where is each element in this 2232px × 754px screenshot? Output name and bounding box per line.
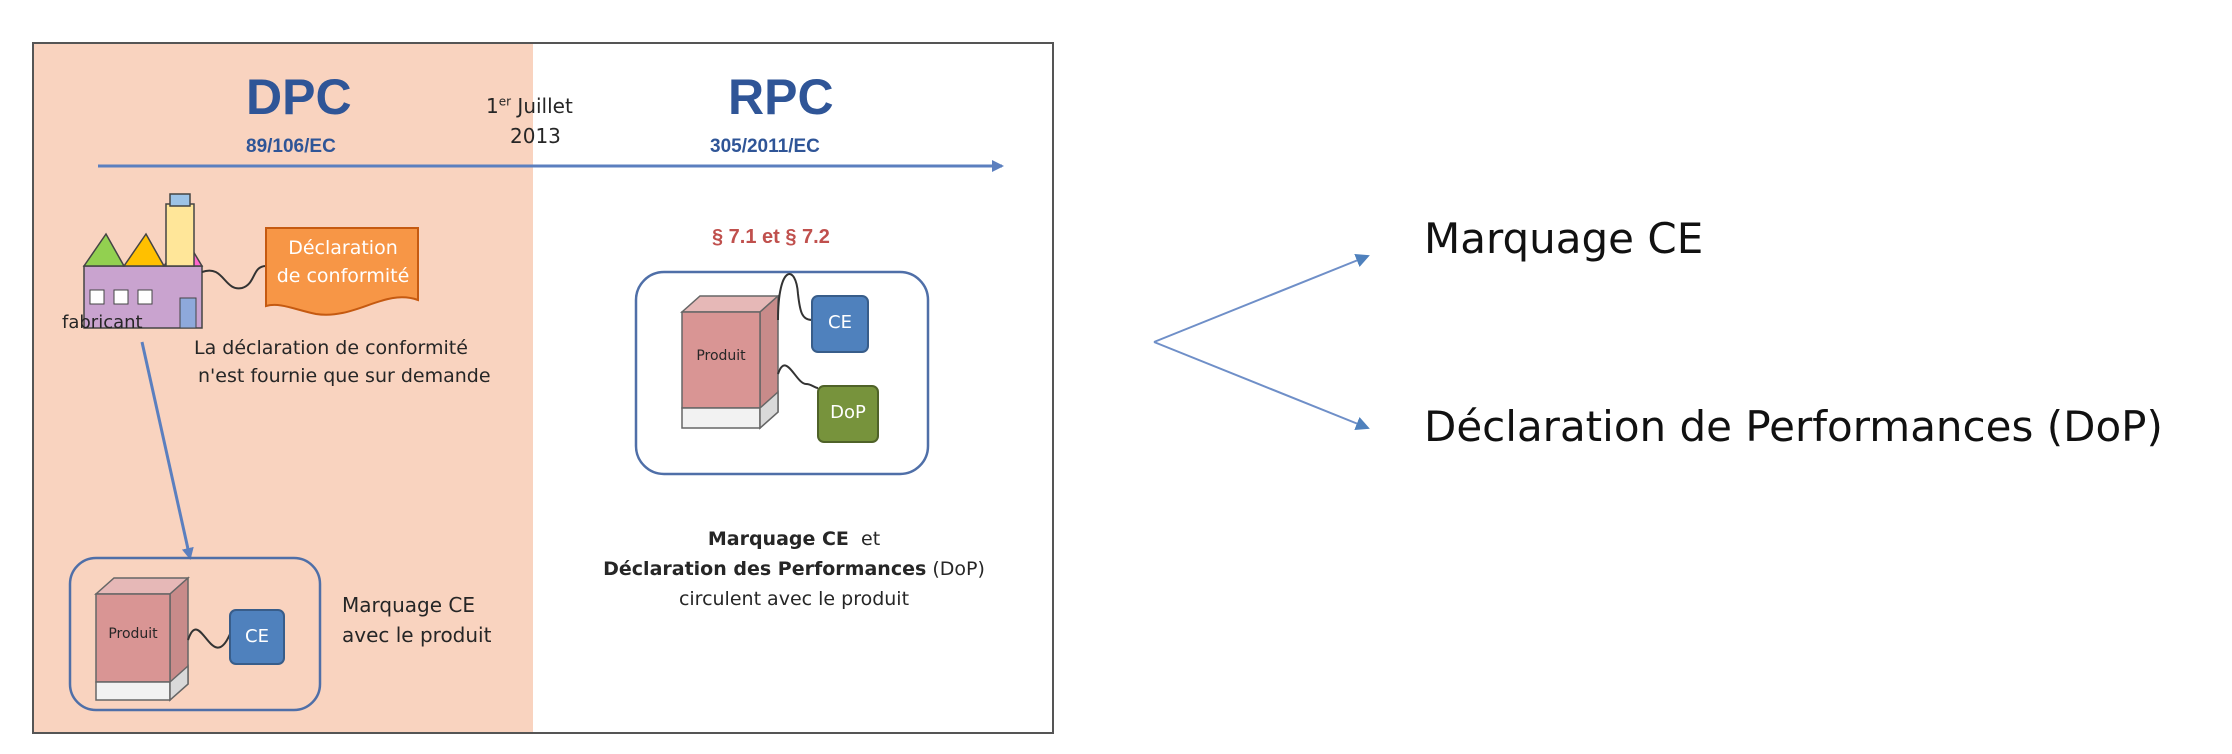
dpc-title: DPC — [246, 69, 352, 125]
right-label-dop: Déclaration de Performances (DoP) — [1424, 402, 2163, 451]
declaration-doc-line2: de conformité — [276, 265, 410, 287]
rpc-ce-mark — [811, 295, 869, 353]
rpc-caption-line2: Déclaration des Performances (DoP) — [554, 554, 1034, 584]
rpc-ce-label: CE — [828, 312, 852, 333]
declaration-note-line1: La déclaration de conformité — [194, 337, 468, 359]
declaration-doc-text: Déclaration de conformité — [270, 234, 416, 290]
fork-arrow-top — [1153, 253, 1370, 343]
dpc-caption: Marquage CE avec le produit — [342, 590, 491, 650]
rpc-caption: Marquage CE et Déclaration des Performan… — [554, 524, 1034, 614]
rpc-caption-line2-bold: Performances — [777, 558, 927, 580]
rpc-caption-line3: circulent avec le produit — [678, 588, 910, 610]
rpc-reference: 305/2011/EC — [710, 136, 820, 157]
manufacturer-label: fabricant — [62, 312, 143, 333]
rpc-caption-line1-bold: Marquage CE — [707, 528, 849, 550]
declaration-note: La déclaration de conformité n'est fourn… — [194, 334, 491, 390]
manufacturer-to-product-arrow — [140, 341, 194, 560]
diagram-graphics — [68, 160, 1004, 712]
date-year: 2013 — [510, 124, 561, 148]
declaration-document — [265, 227, 419, 316]
dpc-ce-mark — [229, 609, 285, 665]
diagram-panel: DPC 89/106/EC 1er Juillet 2013 RPC 305/2… — [32, 42, 1054, 734]
right-label-ce-marking: Marquage CE — [1424, 214, 1704, 263]
rpc-product-box — [680, 294, 780, 430]
declaration-doc-line1: Déclaration — [288, 237, 398, 259]
dpc-ce-label: CE — [245, 626, 269, 647]
factory-to-declaration-link — [201, 265, 267, 290]
rpc-product-to-dop-link — [777, 364, 819, 389]
rpc-product-to-ce-link — [777, 273, 813, 321]
transition-date-line1: 1er Juillet — [486, 94, 573, 118]
dpc-product-to-ce-link — [187, 628, 231, 649]
rpc-caption-line1: Marquage CE et — [554, 524, 1034, 554]
factory-icon — [82, 193, 204, 329]
dpc-product-group-box — [68, 556, 322, 712]
dpc-reference: 89/106/EC — [246, 136, 336, 157]
rpc-dop-mark — [817, 385, 879, 443]
date-ordinal: er — [498, 94, 512, 109]
dpc-caption-line2: avec le produit — [342, 623, 492, 647]
rpc-section: § 7.1 et § 7.2 — [712, 226, 830, 248]
rpc-caption-line2-prefix: Déclaration des — [603, 558, 778, 580]
rpc-caption-line1-rest: et — [861, 528, 881, 550]
rpc-title: RPC — [728, 69, 834, 125]
dpc-product-box — [94, 576, 190, 702]
rpc-dop-label: DoP — [830, 402, 866, 423]
rpc-product-group-box — [634, 270, 930, 476]
date-month: Juillet — [517, 94, 573, 118]
fork-arrow-bottom — [1153, 341, 1370, 431]
declaration-note-line2: n'est fournie que sur demande — [198, 365, 491, 387]
dpc-product-label: Produit — [108, 626, 158, 642]
date-day: 1 — [486, 94, 499, 118]
rpc-product-label: Produit — [696, 348, 746, 364]
rpc-caption-line2-rest: (DoP) — [926, 558, 985, 580]
dpc-caption-line1: Marquage CE — [342, 593, 475, 617]
